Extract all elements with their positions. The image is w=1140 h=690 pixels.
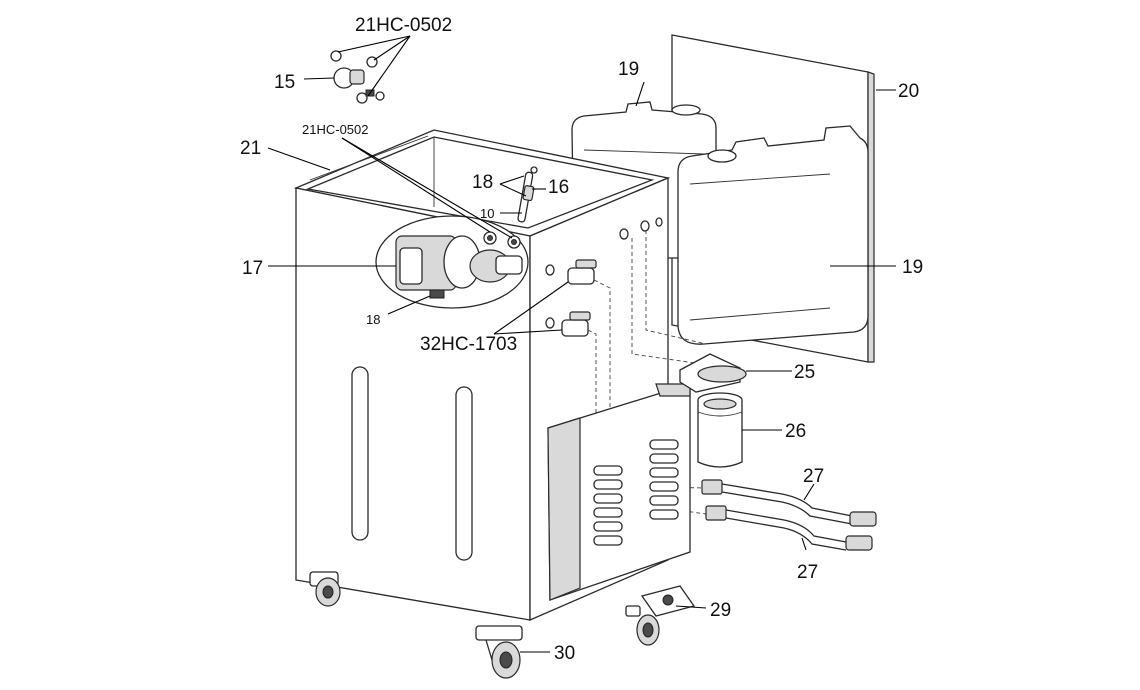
callout-32hc-1703: 32HC-1703: [420, 334, 517, 355]
callout-27-top: 27: [803, 466, 824, 487]
callout-18-bottom: 18: [366, 312, 380, 327]
callout-17: 17: [242, 258, 263, 279]
hose-upper: [701, 479, 877, 527]
callout-30: 30: [554, 643, 575, 664]
caster-29: [625, 585, 696, 646]
grille-louvers: [593, 439, 679, 546]
callout-10: 10: [480, 206, 494, 221]
oil-filter: [697, 392, 743, 468]
grille-cover: [547, 383, 691, 601]
vent-slot-left: [351, 366, 369, 541]
callout-15: 15: [274, 72, 295, 93]
callout-18-top: 18: [472, 172, 493, 193]
vent-slot-right: [455, 386, 473, 561]
callout-25: 25: [794, 362, 815, 383]
callout-29: 29: [710, 600, 731, 621]
pump-motor: [375, 215, 529, 309]
ball-valve-upper: [545, 259, 597, 285]
callout-21hc-0502-top: 21HC-0502: [355, 15, 452, 36]
callout-19-top: 19: [618, 59, 639, 80]
callout-21hc-0502-small: 21HC-0502: [302, 122, 369, 137]
leader-lines: [267, 35, 896, 653]
inner-fittings: [483, 231, 521, 249]
callout-16: 16: [548, 177, 569, 198]
ball-valve-lower: [545, 311, 591, 337]
callout-26: 26: [785, 421, 806, 442]
caster-30: [475, 625, 523, 679]
callout-20: 20: [898, 81, 919, 102]
valve-assembly-15: [330, 50, 385, 104]
panel-holes: [619, 217, 663, 240]
callout-19-right: 19: [902, 257, 923, 278]
caster-rear-left: [309, 571, 341, 607]
hose-lower: [705, 505, 873, 551]
filter-head: [679, 353, 747, 393]
callout-27-bottom: 27: [797, 562, 818, 583]
hose-assembly: [517, 166, 538, 223]
callouts: 21HC-0502 15 21 21HC-0502 18 16 10 17 18…: [240, 15, 923, 664]
jerry-can-front: [677, 125, 869, 345]
callout-21: 21: [240, 138, 261, 159]
